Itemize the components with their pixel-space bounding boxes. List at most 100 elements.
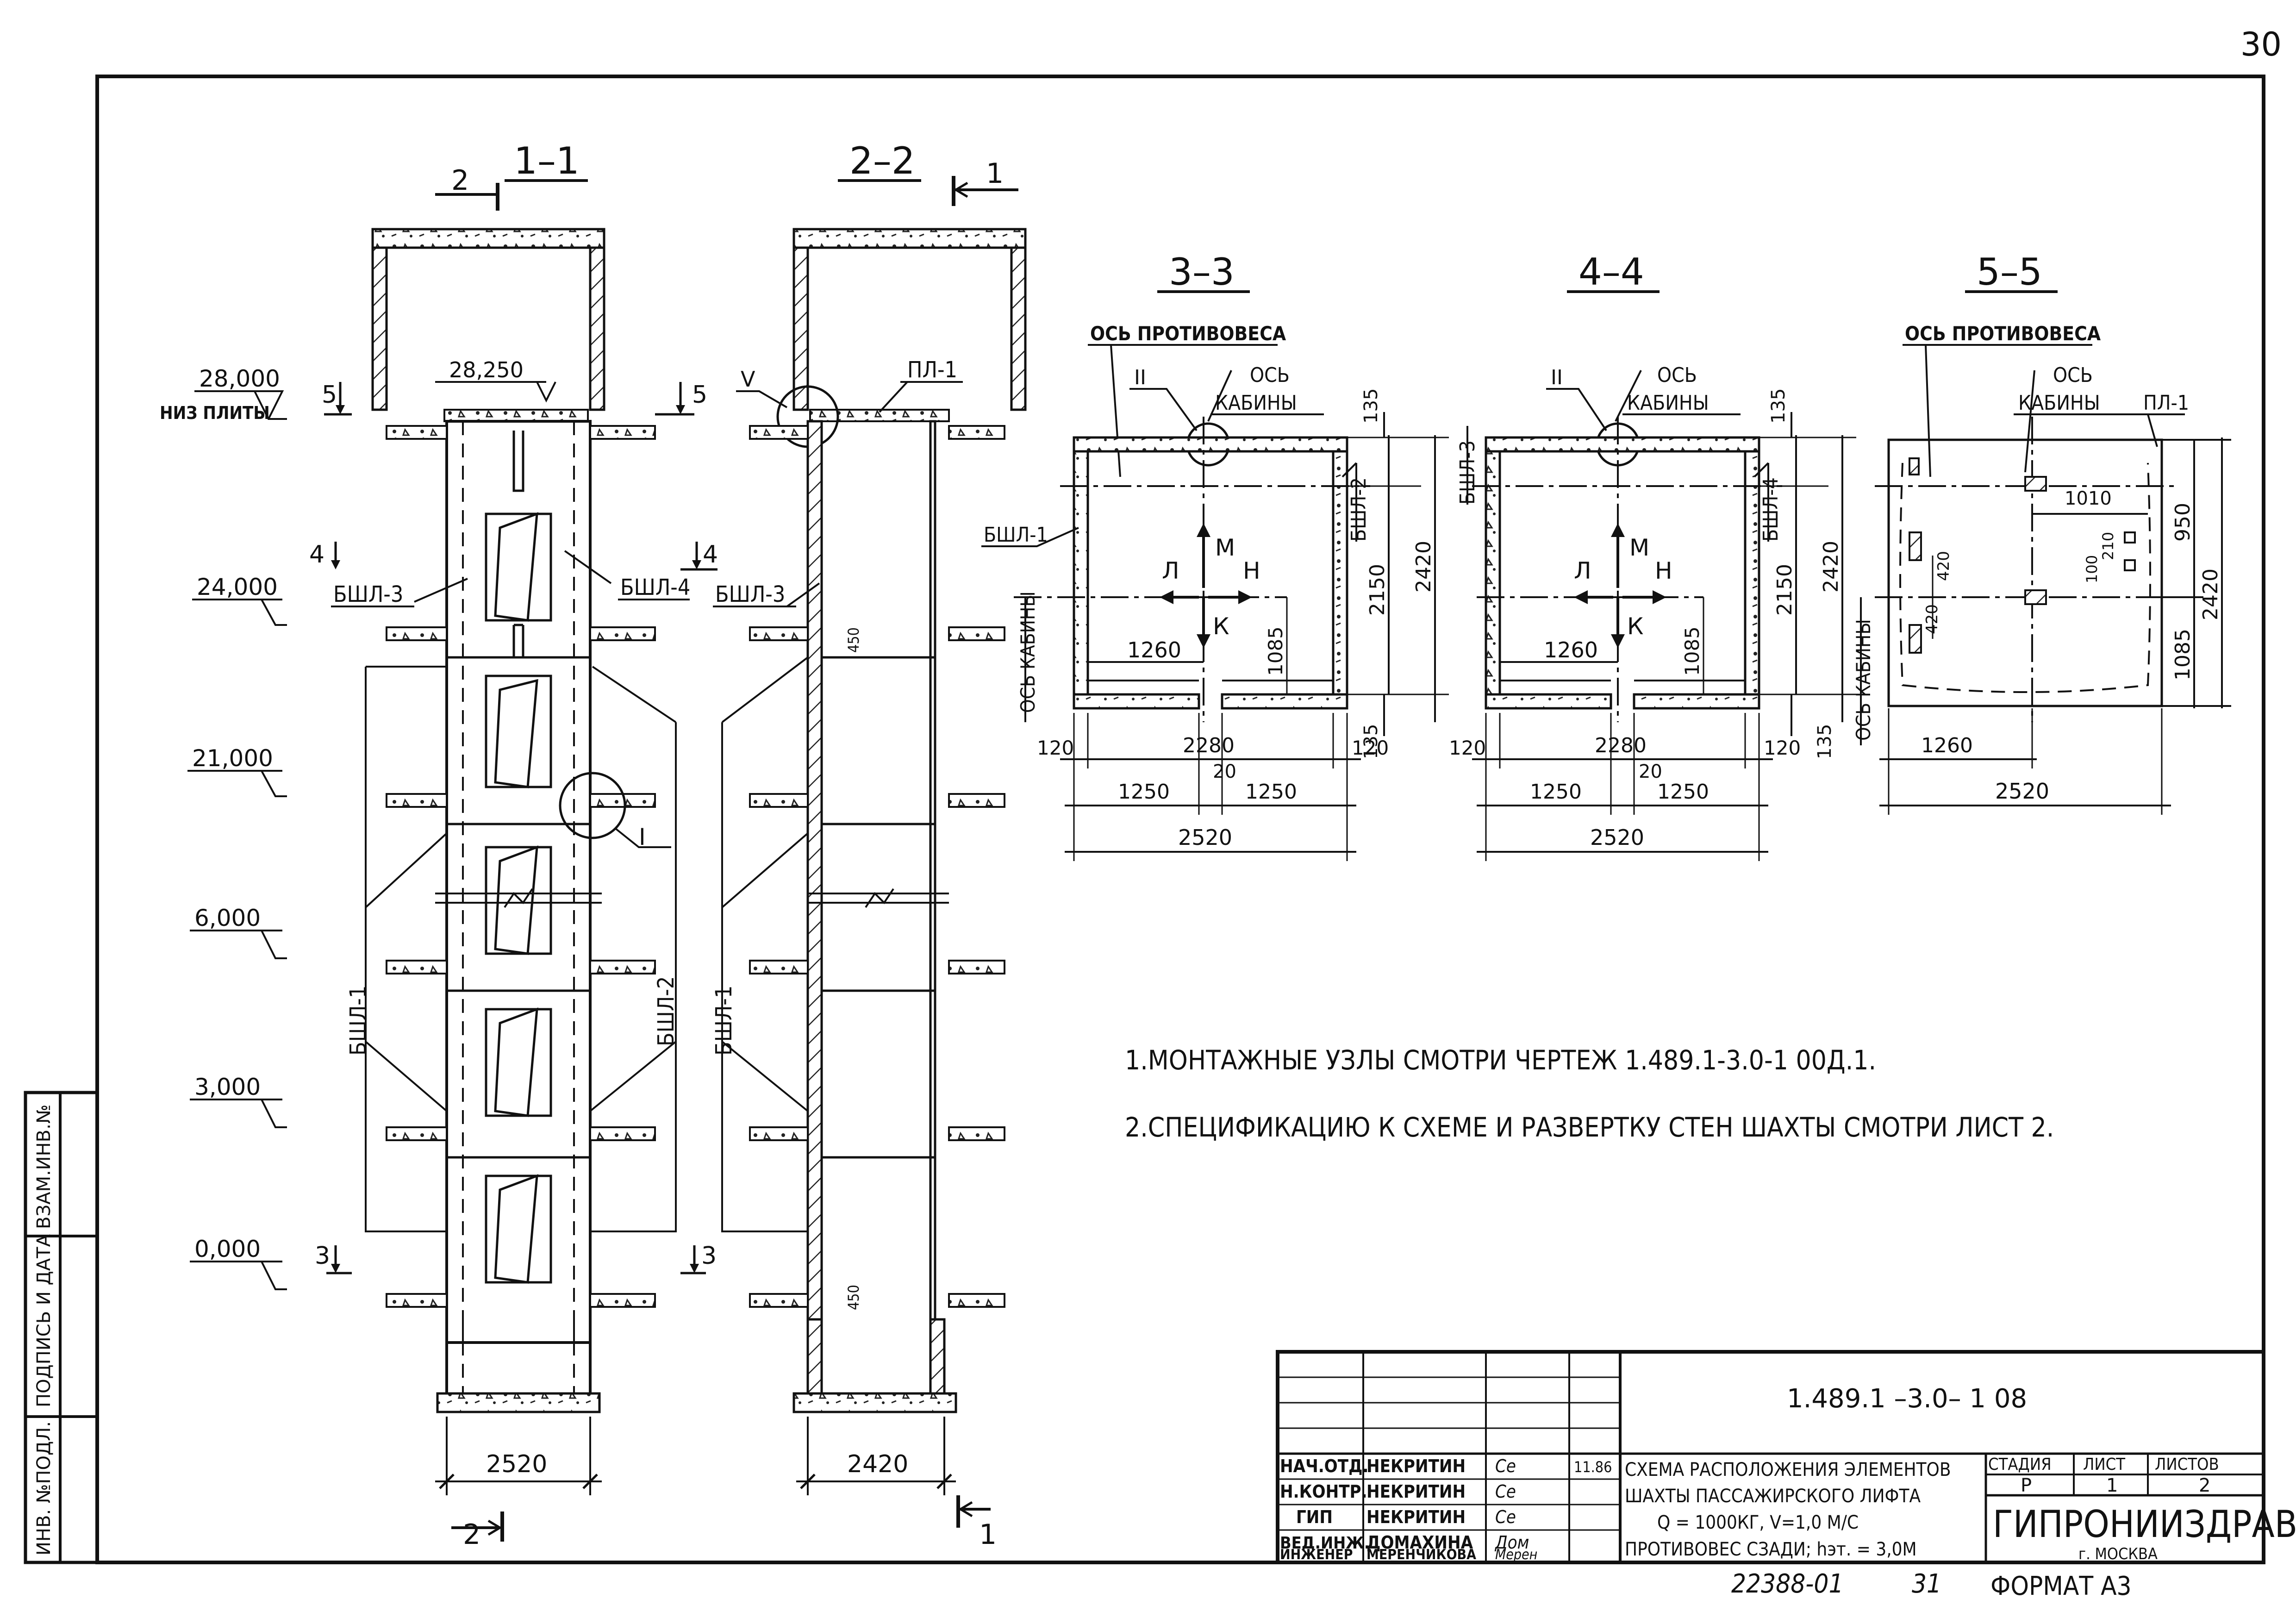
dim-120-left-4-4: 120	[1449, 737, 1486, 759]
machine-room-roof-2-2	[792, 228, 1027, 249]
level-0000: 0,000	[194, 1236, 261, 1262]
floor-slabs-1-1	[386, 425, 656, 1308]
wall-bshl1-3-3: БШЛ-1	[984, 523, 1048, 547]
tb-sign-4: Мерен	[1495, 1547, 1537, 1563]
level-24000: 24,000	[197, 574, 278, 600]
dim-120-right-3-3: 120	[1352, 737, 1389, 759]
dir-m-3-3: М	[1215, 534, 1235, 561]
dir-n-4-4: Н	[1655, 557, 1672, 584]
shaft-2-2-wall-left	[806, 420, 823, 1344]
note-2: 2.СПЕЦИФИКАЦИЮ К СХЕМЕ И РАЗВЕРТКУ СТЕН …	[1125, 1112, 2054, 1143]
dim-1010-5-5: 1010	[2065, 488, 2112, 509]
top-slab	[443, 409, 589, 422]
plan-3-3-wall-left	[1073, 450, 1089, 710]
dim-2520-4-4: 2520	[1590, 825, 1644, 850]
dim-1260-3-3: 1260	[1127, 637, 1181, 662]
notes: 1.МОНТАЖНЫЕ УЗЛЫ СМОТРИ ЧЕРТЕЖ 1.489.1-3…	[1125, 1044, 2054, 1143]
tb-name-0: НЕКРИТИН	[1366, 1456, 1466, 1476]
dim-1085-5-5: 1085	[2171, 629, 2195, 681]
tb-sign-1: Се	[1495, 1481, 1516, 1502]
shaft-storeys-1-1	[447, 431, 590, 1284]
sheet-frame	[95, 75, 2265, 1564]
tb-role-4: ИНЖЕНЕР	[1280, 1547, 1353, 1563]
node-I-label: I	[639, 824, 646, 850]
dim-2150-4-4: 2150	[1773, 564, 1797, 616]
tb-date: 11.86	[1574, 1458, 1612, 1476]
machine-room-wall-right	[589, 246, 605, 411]
axis-cabin-3-3-a: ОСЬ	[1250, 363, 1290, 387]
tb-sheet-header: ЛИСТ	[2083, 1455, 2125, 1474]
note-1: 1.МОНТАЖНЫЕ УЗЛЫ СМОТРИ ЧЕРТЕЖ 1.489.1-3…	[1125, 1044, 1876, 1076]
dim-420-a-5-5: 420	[1934, 551, 1953, 581]
wall-bshl1-label-2-2: БШЛ-1	[711, 986, 737, 1056]
node-II-4-4: II	[1551, 366, 1563, 389]
section-2-2-title: 2–2	[849, 139, 915, 182]
tb-title-2: Q = 1000КГ, V=1,0 М/С	[1657, 1512, 1859, 1533]
dim-100-5-5: 100	[2083, 555, 2101, 583]
node-V-label: V	[741, 367, 755, 392]
wall-bshl2-3-3: БШЛ-2	[1347, 477, 1371, 542]
axis-cabin-side-4-4: ОСЬ КАБИНЫ	[1852, 619, 1875, 741]
tb-sheets: 2	[2199, 1475, 2210, 1496]
dim-1250-left-4-4: 1250	[1530, 780, 1582, 804]
dim-2280-4-4: 2280	[1595, 734, 1647, 757]
side-stamp-vzam: ВЗАМ.ИНВ.№	[33, 1105, 55, 1229]
dim-135-top-4-4: 135	[1768, 388, 1789, 424]
dim-120-left-3-3: 120	[1037, 737, 1074, 759]
tb-role-2: ГИП	[1296, 1507, 1333, 1527]
slab-pl1-label: ПЛ-1	[907, 357, 957, 383]
dim-450-top: 450	[845, 627, 862, 653]
tb-stage-header: СТАДИЯ	[1988, 1455, 2052, 1474]
tb-title-3: ПРОТИВОВЕС СЗАДИ; hэт. = 3,0М	[1625, 1539, 1917, 1560]
cut-4-right: 4	[703, 541, 718, 568]
plan-3-3-wall-top	[1073, 436, 1348, 453]
tb-name-3: ДОМАХИНА	[1366, 1532, 1473, 1553]
level-21000: 21,000	[192, 745, 273, 772]
axis-cabin-3-3-b: КАБИНЫ	[1215, 391, 1297, 415]
dim-120-right-4-4: 120	[1764, 737, 1801, 759]
section-4-4-title: 4–4	[1578, 250, 1644, 294]
cut-3-left: 3	[315, 1242, 330, 1270]
tb-sign-2: Се	[1495, 1507, 1516, 1527]
axis-counterweight-5-5: ОСЬ ПРОТИВОВЕСА	[1905, 322, 2101, 345]
wall-panel-leaders-1-1	[365, 550, 677, 1232]
wall-bshl3-label-1-1: БШЛ-3	[333, 581, 403, 607]
machine-room-roof	[371, 228, 605, 249]
shaft-2-2-wall-right	[929, 420, 936, 1344]
tb-title-0: СХЕМА РАСПОЛОЖЕНИЯ ЭЛЕМЕНТОВ	[1625, 1459, 1951, 1480]
tb-sign-3: Дом	[1494, 1532, 1529, 1553]
section-4-4: 4–4 ОСЬ КАБИНЫ II Л М Н К БШЛ-3 БШЛ-4 ОС…	[1449, 250, 1875, 861]
level-28000: 28,000	[199, 365, 280, 392]
dim-1250-left-3-3: 1250	[1118, 780, 1170, 804]
title-block-text: 1.489.1 –3.0– 1 08 11.86 НАЧ.ОТД. НЕКРИТ…	[1280, 1384, 2296, 1563]
side-stamp-inv: ИНВ. №ПОДЛ.	[33, 1421, 55, 1555]
dim-1250-right-4-4: 1250	[1657, 780, 1709, 804]
cut-2-bottom-label: 2	[463, 1518, 480, 1551]
machine-room-wall-left	[371, 246, 388, 411]
tb-name-2: НЕКРИТИН	[1366, 1507, 1466, 1527]
width-dim-2-2: 2420	[847, 1450, 908, 1478]
dim-20-4-4: 20	[1639, 761, 1662, 782]
tb-title-1: ШАХТЫ ПАССАЖИРСКОГО ЛИФТА	[1625, 1486, 1921, 1507]
tb-sheet: 1	[2106, 1475, 2118, 1496]
dim-950-5-5: 950	[2171, 503, 2195, 542]
node-I-circle	[559, 772, 626, 839]
format-label: ФОРМАТ А3	[1990, 1571, 2132, 1601]
wall-bshl2-label-1-1: БШЛ-2	[653, 976, 679, 1046]
top-level-label: 28,250	[449, 357, 524, 382]
dir-k-4-4: К	[1627, 613, 1644, 640]
dim-1085-3-3: 1085	[1264, 626, 1287, 676]
dir-m-4-4: М	[1629, 534, 1649, 561]
dim-1260-4-4: 1260	[1544, 637, 1598, 662]
plan-5-5-slab	[1887, 438, 2163, 707]
dim-450-bottom: 450	[845, 1285, 862, 1310]
axis-cabin-4-4-a: ОСЬ	[1657, 363, 1697, 387]
pit-slab-2-2	[792, 1392, 957, 1413]
node-II-3-3: II	[1134, 366, 1146, 389]
dim-2150-3-3: 2150	[1366, 564, 1389, 616]
level-6000: 6,000	[194, 905, 261, 931]
title-block	[1276, 1350, 2265, 1564]
bottom-num: 31	[1912, 1569, 1941, 1599]
tb-sheets-header: ЛИСТОВ	[2155, 1455, 2219, 1474]
